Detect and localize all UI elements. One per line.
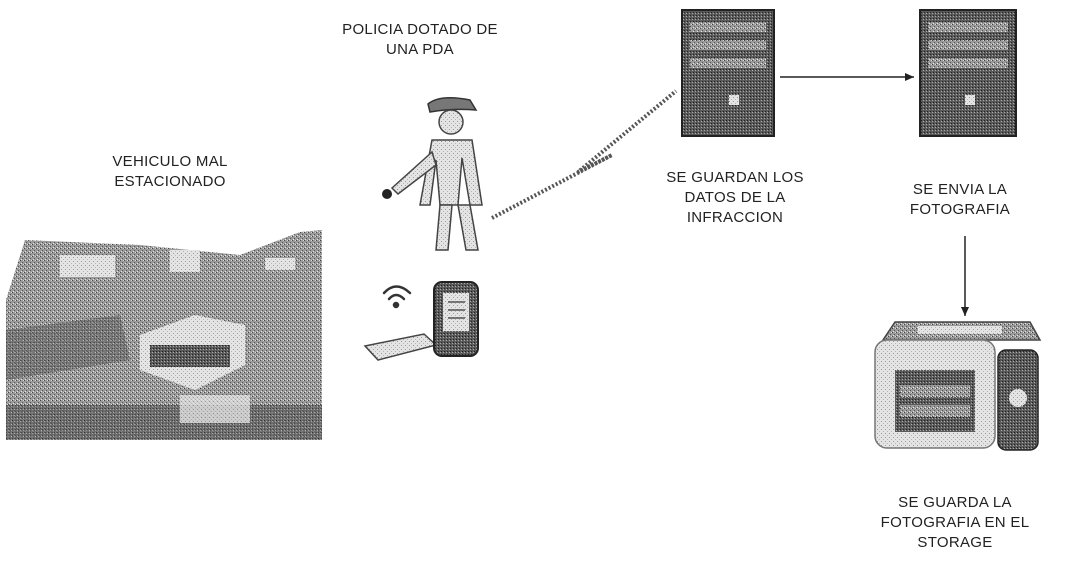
wifi-icon — [382, 285, 412, 309]
storage-icon — [874, 321, 1042, 451]
vehicle-label: VEHICULO MAL ESTACIONADO — [112, 153, 228, 190]
pda-icon — [363, 281, 479, 361]
server-infraction-label: SE GUARDAN LOS DATOS DE LA INFRACCION — [666, 169, 804, 226]
police-label: POLICIA DOTADO DE UNA PDA — [342, 21, 498, 58]
wireless-link — [491, 89, 678, 220]
car-photo-icon — [6, 230, 322, 440]
server-icon-infraction — [681, 9, 775, 137]
server-photo-label: SE ENVIA LA FOTOGRAFIA — [909, 181, 1011, 218]
storage-label: SE GUARDA LA FOTOGRAFIA EN EL STORAGE — [880, 494, 1030, 551]
police-officer-icon — [382, 97, 483, 251]
server-icon-photo — [919, 9, 1017, 137]
